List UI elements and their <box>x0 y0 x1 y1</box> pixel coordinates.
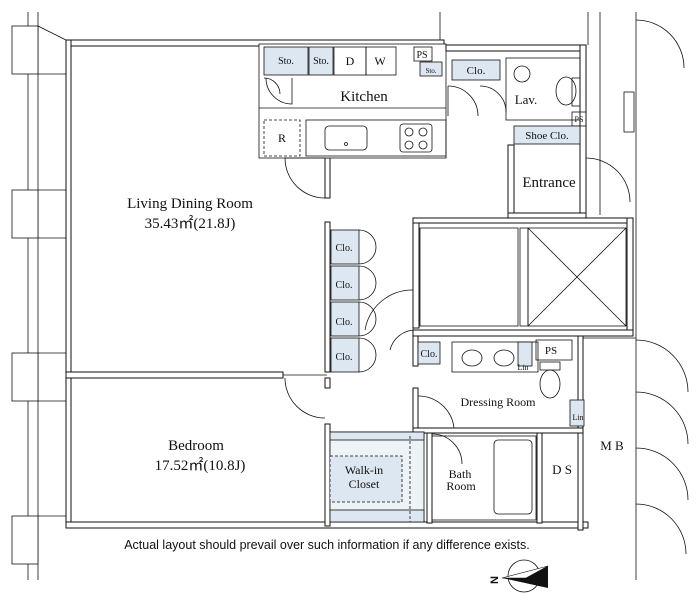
room-label-walkin-1: Walk-in <box>345 463 383 477</box>
label-clo-3: Clo. <box>336 317 353 328</box>
label-clo-1: Clo. <box>336 243 353 254</box>
outer-walls <box>27 12 637 580</box>
label-refrigerator: R <box>278 131 286 145</box>
label-clo-top: Clo. <box>467 65 486 77</box>
label-sto-2: Sto. <box>313 56 329 67</box>
upper-right-fixtures <box>447 57 635 203</box>
room-label-bath-2: Room <box>446 479 476 493</box>
bath-fixtures <box>431 433 537 521</box>
ps-box-top <box>413 46 433 62</box>
walkin-closet <box>329 431 425 523</box>
room-area-living: 35.43㎡(21.8J) <box>145 215 236 232</box>
room-label-lav: Lav. <box>515 92 538 107</box>
label-ps-top: PS <box>416 50 427 61</box>
stove <box>399 123 433 153</box>
room-label-bath-1: Bath <box>449 467 472 481</box>
closet-top <box>451 59 501 81</box>
washer-box <box>365 46 397 76</box>
label-shoe-clo: Shoe Clo. <box>525 130 569 142</box>
mb-doors <box>583 19 689 555</box>
storage-cabinet-1 <box>263 46 309 76</box>
storage-cabinet-2 <box>308 46 334 76</box>
room-label-living: Living Dining Room <box>127 196 253 212</box>
label-sto-small: Sto. <box>425 67 436 75</box>
ldr-closets <box>284 157 414 419</box>
disclaimer-background <box>86 534 570 554</box>
storage-small <box>419 61 443 77</box>
label-ps-dressing: PS <box>545 345 557 357</box>
counter <box>305 119 447 157</box>
compass-north-label: N <box>489 576 501 584</box>
exterior-columns <box>11 25 67 565</box>
refrigerator-box <box>263 119 301 157</box>
room-area-bedroom: 17.52㎡(10.8J) <box>155 457 246 474</box>
room-label-dressing: Dressing Room <box>461 395 537 409</box>
compass-icon: N <box>489 559 549 593</box>
entrance-hall <box>419 227 627 327</box>
label-w: W <box>374 54 386 68</box>
label-clo-2: Clo. <box>336 280 353 291</box>
dressing-room-fixtures <box>389 329 585 429</box>
label-sto-1: Sto. <box>278 56 294 67</box>
room-label-kitchen: Kitchen <box>340 89 388 105</box>
room-label-ds: D S <box>552 462 572 477</box>
label-lin-1: Lin <box>517 363 528 372</box>
room-label-entrance: Entrance <box>522 175 576 191</box>
room-label-bedroom: Bedroom <box>168 438 224 454</box>
label-d: D <box>346 54 355 68</box>
label-lin-2: Lin <box>572 413 583 422</box>
label-clo-dressing: Clo. <box>421 349 438 360</box>
room-label-mb: M B <box>600 438 624 453</box>
sink <box>324 125 368 151</box>
disclaimer-text: Actual layout should prevail over such i… <box>124 538 530 552</box>
room-label-walkin-2: Closet <box>349 477 380 491</box>
kitchen-fixtures <box>263 46 447 157</box>
shoe-closet <box>513 125 581 145</box>
label-clo-4: Clo. <box>336 352 353 363</box>
label-ps-right: PS <box>575 115 584 124</box>
